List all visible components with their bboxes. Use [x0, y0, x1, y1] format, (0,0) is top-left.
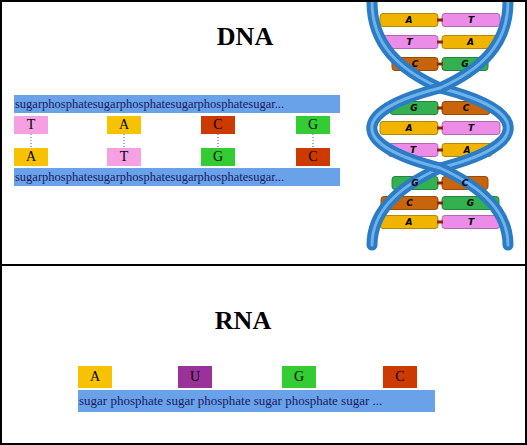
helix-base-letter: A	[399, 13, 419, 27]
helix-base-letter: G	[461, 196, 481, 210]
helix-base-letter: C	[400, 196, 420, 210]
base-letter: A	[14, 148, 48, 166]
base-cylinder	[442, 216, 500, 229]
helix-base-letter: G	[405, 176, 425, 190]
base-letter: T	[107, 148, 141, 166]
helix-base-letter: C	[405, 57, 425, 71]
helix-ribbon-highlight	[372, 2, 508, 245]
sugar-phosphate-backbone: sugar phosphate sugar phosphate sugar ph…	[78, 390, 435, 412]
base-cylinder	[380, 122, 438, 135]
nucleotide-base: A	[78, 366, 112, 388]
base-letter: T	[14, 116, 48, 134]
sugar-phosphate-backbone: sugarphosphatesugarphosphatesugarphospha…	[14, 95, 340, 113]
hydrogen-bond	[124, 134, 125, 148]
hydrogen-bond	[218, 134, 219, 148]
rung-joint	[437, 107, 443, 110]
nucleotide-base: U	[178, 366, 212, 388]
helix-base-letter: A	[399, 121, 419, 135]
helix-base-letter: A	[399, 215, 419, 229]
helix-base-letter: G	[404, 101, 424, 115]
hydrogen-bond	[31, 134, 32, 148]
nucleotide-base: G	[282, 366, 316, 388]
helix-base-letter: T	[400, 35, 420, 49]
nucleotide-base: C	[296, 148, 330, 166]
rung-joint	[437, 19, 443, 22]
base-letter: C	[296, 148, 330, 166]
base-cylinder	[442, 14, 500, 27]
diagram-panel: RNA A U G Csugar phosphate sugar phosphate s…	[0, 264, 527, 445]
helix-base-letter: G	[455, 57, 475, 71]
helix-base-letter: C	[456, 101, 476, 115]
hydrogen-bond	[313, 134, 314, 148]
base-letter: C	[201, 116, 235, 134]
helix-base-letter: T	[403, 143, 423, 157]
panel-title: RNA	[178, 306, 308, 336]
nucleotide-base: A	[107, 116, 141, 134]
rung-joint	[437, 182, 443, 185]
base-letter: A	[78, 366, 112, 388]
nucleotide-base: C	[201, 116, 235, 134]
helix-ribbon	[372, 2, 508, 245]
rung-joint	[437, 202, 443, 205]
rung-joint	[437, 127, 443, 130]
rung-joint	[437, 149, 443, 152]
base-letter: G	[282, 366, 316, 388]
helix-ribbon	[372, 2, 508, 245]
diagram-panel: DNA sugarphosphatesugarphosphatesugarphos…	[0, 0, 527, 266]
backbone-label: sugarphosphatesugarphosphatesugarphospha…	[14, 168, 340, 186]
helix-ribbon-highlight	[372, 2, 508, 245]
backbone-label: sugarphosphatesugarphosphatesugarphospha…	[14, 95, 340, 113]
backbone-label: sugar phosphate sugar phosphate sugar ph…	[78, 390, 435, 412]
rung-joint	[437, 41, 443, 44]
base-cylinder	[380, 216, 438, 229]
helix-base-letter: C	[455, 176, 475, 190]
base-letter: G	[296, 116, 330, 134]
nucleotide-base: T	[14, 116, 48, 134]
sugar-phosphate-backbone: sugarphosphatesugarphosphatesugarphospha…	[14, 168, 340, 186]
helix-base-letter: A	[461, 35, 481, 49]
rung-joint	[437, 221, 443, 224]
base-cylinder	[380, 14, 438, 27]
helix-base-letter: A	[457, 143, 477, 157]
helix-base-letter: T	[461, 215, 481, 229]
base-letter: C	[383, 366, 417, 388]
helix-base-letter: T	[461, 121, 481, 135]
nucleotide-base: A	[14, 148, 48, 166]
base-cylinder	[442, 122, 500, 135]
base-letter: A	[107, 116, 141, 134]
base-letter: G	[201, 148, 235, 166]
nucleotide-base: T	[107, 148, 141, 166]
base-letter: U	[178, 366, 212, 388]
rung-joint	[437, 63, 443, 66]
nucleotide-base: G	[296, 116, 330, 134]
nucleotide-base: C	[383, 366, 417, 388]
helix-base-letter: T	[461, 13, 481, 27]
nucleotide-base: G	[201, 148, 235, 166]
panel-title: DNA	[180, 22, 310, 52]
